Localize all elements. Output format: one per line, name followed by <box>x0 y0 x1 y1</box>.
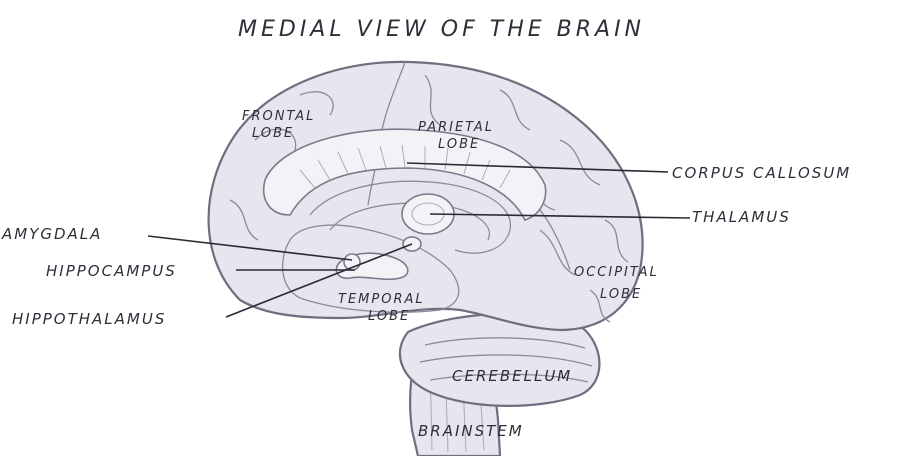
label-parietal-lobe-1: PARIETAL <box>418 120 494 135</box>
label-brainstem: BRAINSTEM <box>418 422 524 440</box>
label-frontal-lobe-2: LOBE <box>252 126 294 141</box>
label-temporal-lobe-2: LOBE <box>368 309 410 324</box>
label-parietal-lobe-2: LOBE <box>438 137 480 152</box>
label-temporal-lobe-1: TEMPORAL <box>338 292 425 307</box>
label-frontal-lobe-1: FRONTAL <box>242 109 315 124</box>
diagram-title: MEDIAL VIEW OF THE BRAIN <box>238 17 645 42</box>
label-thalamus: THALAMUS <box>692 208 791 226</box>
label-occipital-lobe-1: OCCIPITAL <box>574 265 659 280</box>
label-hippocampus: HIPPOCAMPUS <box>46 262 177 280</box>
label-corpus-callosum: CORPUS CALLOSUM <box>672 164 851 182</box>
label-cerebellum: CEREBELLUM <box>452 367 572 385</box>
label-occipital-lobe-2: LOBE <box>600 287 642 302</box>
label-amygdala: AMYGDALA <box>1 225 102 243</box>
label-hypothalamus: HIPPOTHALAMUS <box>12 310 166 328</box>
